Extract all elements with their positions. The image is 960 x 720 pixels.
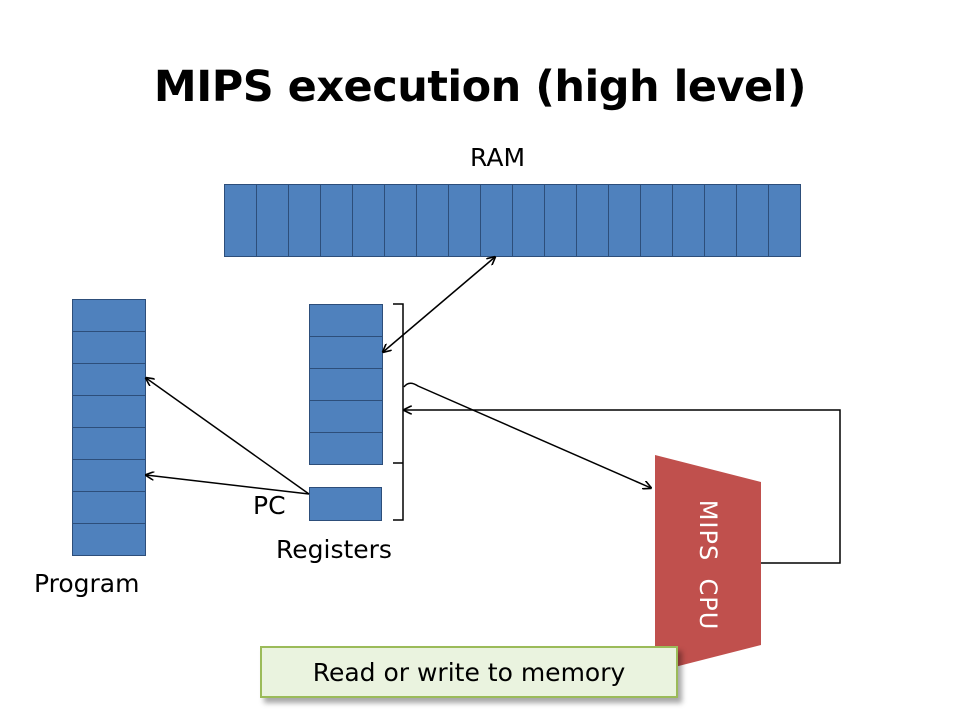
mips-cpu-block (655, 455, 761, 672)
pc-label: PC (253, 491, 286, 520)
ram-cell (448, 184, 481, 257)
ram-cell (736, 184, 769, 257)
pc-to-program-arrow (146, 475, 310, 495)
program-cell (72, 395, 146, 428)
slide-title: MIPS execution (high level) (153, 62, 807, 112)
program-cell (72, 491, 146, 524)
program-cell (72, 523, 146, 556)
program-label: Program (34, 569, 140, 598)
program-cell (72, 427, 146, 460)
register-cell (309, 368, 383, 401)
pc-register (309, 487, 382, 521)
ram-cell (640, 184, 673, 257)
ram-cell (320, 184, 353, 257)
ram-cell (768, 184, 801, 257)
cpu-writeback-arrow (404, 410, 841, 564)
register-cell (309, 432, 383, 465)
ram-cell (224, 184, 257, 257)
ram-cell (512, 184, 545, 257)
registers-label: Registers (276, 535, 392, 564)
ram-cell (384, 184, 417, 257)
ram-label: RAM (470, 143, 526, 172)
memory-callout: Read or write to memory (260, 646, 678, 698)
register-to-cpu-arrow (403, 382, 651, 488)
register-cell (309, 400, 383, 433)
pc-to-program-arrow-2 (146, 378, 310, 495)
ram-register-arrow (383, 257, 495, 352)
cpu-label: MIPS CPU (694, 499, 722, 631)
program-cell (72, 299, 146, 332)
ram-cell (544, 184, 577, 257)
ram-cell (608, 184, 641, 257)
